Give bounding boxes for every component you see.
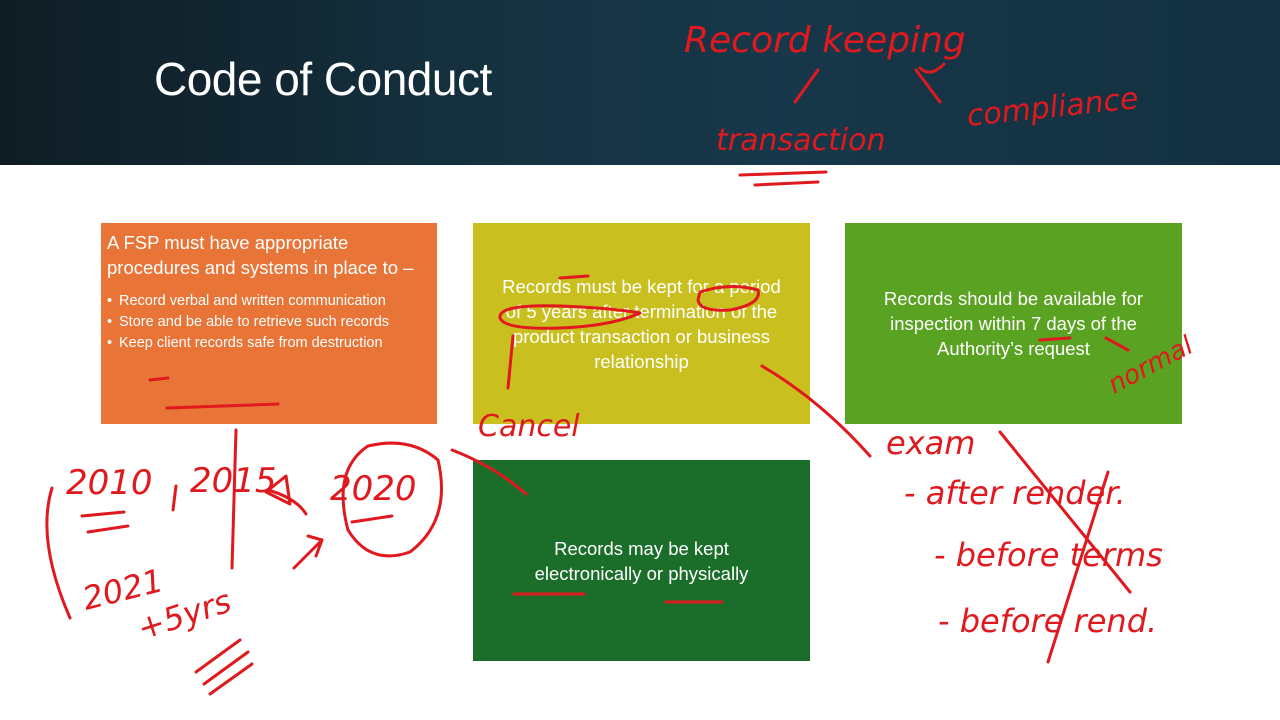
card-requirements: A FSP must have appropriate procedures a… (101, 223, 437, 424)
list-item: Keep client records safe from destructio… (107, 334, 431, 353)
annotation-strike (230, 428, 238, 570)
slide-header: Code of Conduct (0, 0, 1280, 165)
annotation-exam: exam (886, 424, 975, 462)
annotation-strike (998, 430, 1132, 594)
list-item: Record verbal and written communication (107, 292, 431, 311)
annotation-bracket (45, 486, 72, 620)
card-retention: Records must be kept for a period of 5 y… (473, 223, 810, 424)
annotation-strike (1046, 470, 1110, 664)
annotation-circle (341, 441, 443, 558)
annotation-year-2021: 2021 (79, 561, 167, 618)
annotation-arrow (292, 534, 324, 570)
annotation-after-render: - after render. (904, 474, 1126, 512)
annotation-plus-5yrs: +5yrs (133, 582, 236, 648)
annotation-comma (171, 484, 178, 512)
annotation-underline (194, 638, 254, 696)
annotation-year-2010: 2010 (66, 463, 153, 503)
slide-title: Code of Conduct (154, 53, 492, 105)
annotation-underline (753, 180, 820, 187)
card-availability-text: Records should be available for inspecti… (883, 288, 1144, 359)
annotation-before-rend: - before rend. (938, 602, 1157, 640)
card-format-text: Records may be kept electronically or ph… (534, 537, 749, 584)
annotation-stroke (266, 488, 308, 516)
annotation-arrow-head (264, 474, 292, 506)
requirements-list: Record verbal and written communication … (107, 292, 431, 353)
list-item: Store and be able to retrieve such recor… (107, 313, 431, 332)
card-availability: Records should be available for inspecti… (845, 223, 1182, 424)
annotation-underline (80, 510, 130, 534)
card-retention-text: Records must be kept for a period of 5 y… (502, 275, 781, 372)
card-format: Records may be kept electronically or ph… (473, 460, 810, 661)
card-requirements-heading: A FSP must have appropriate procedures a… (107, 232, 414, 278)
annotation-year-2020: 2020 (330, 469, 417, 509)
annotation-underline (738, 170, 828, 177)
annotation-year-2015: 2015 (190, 461, 277, 501)
annotation-underline (350, 514, 394, 524)
annotation-before-terms: - before terms (934, 536, 1163, 574)
